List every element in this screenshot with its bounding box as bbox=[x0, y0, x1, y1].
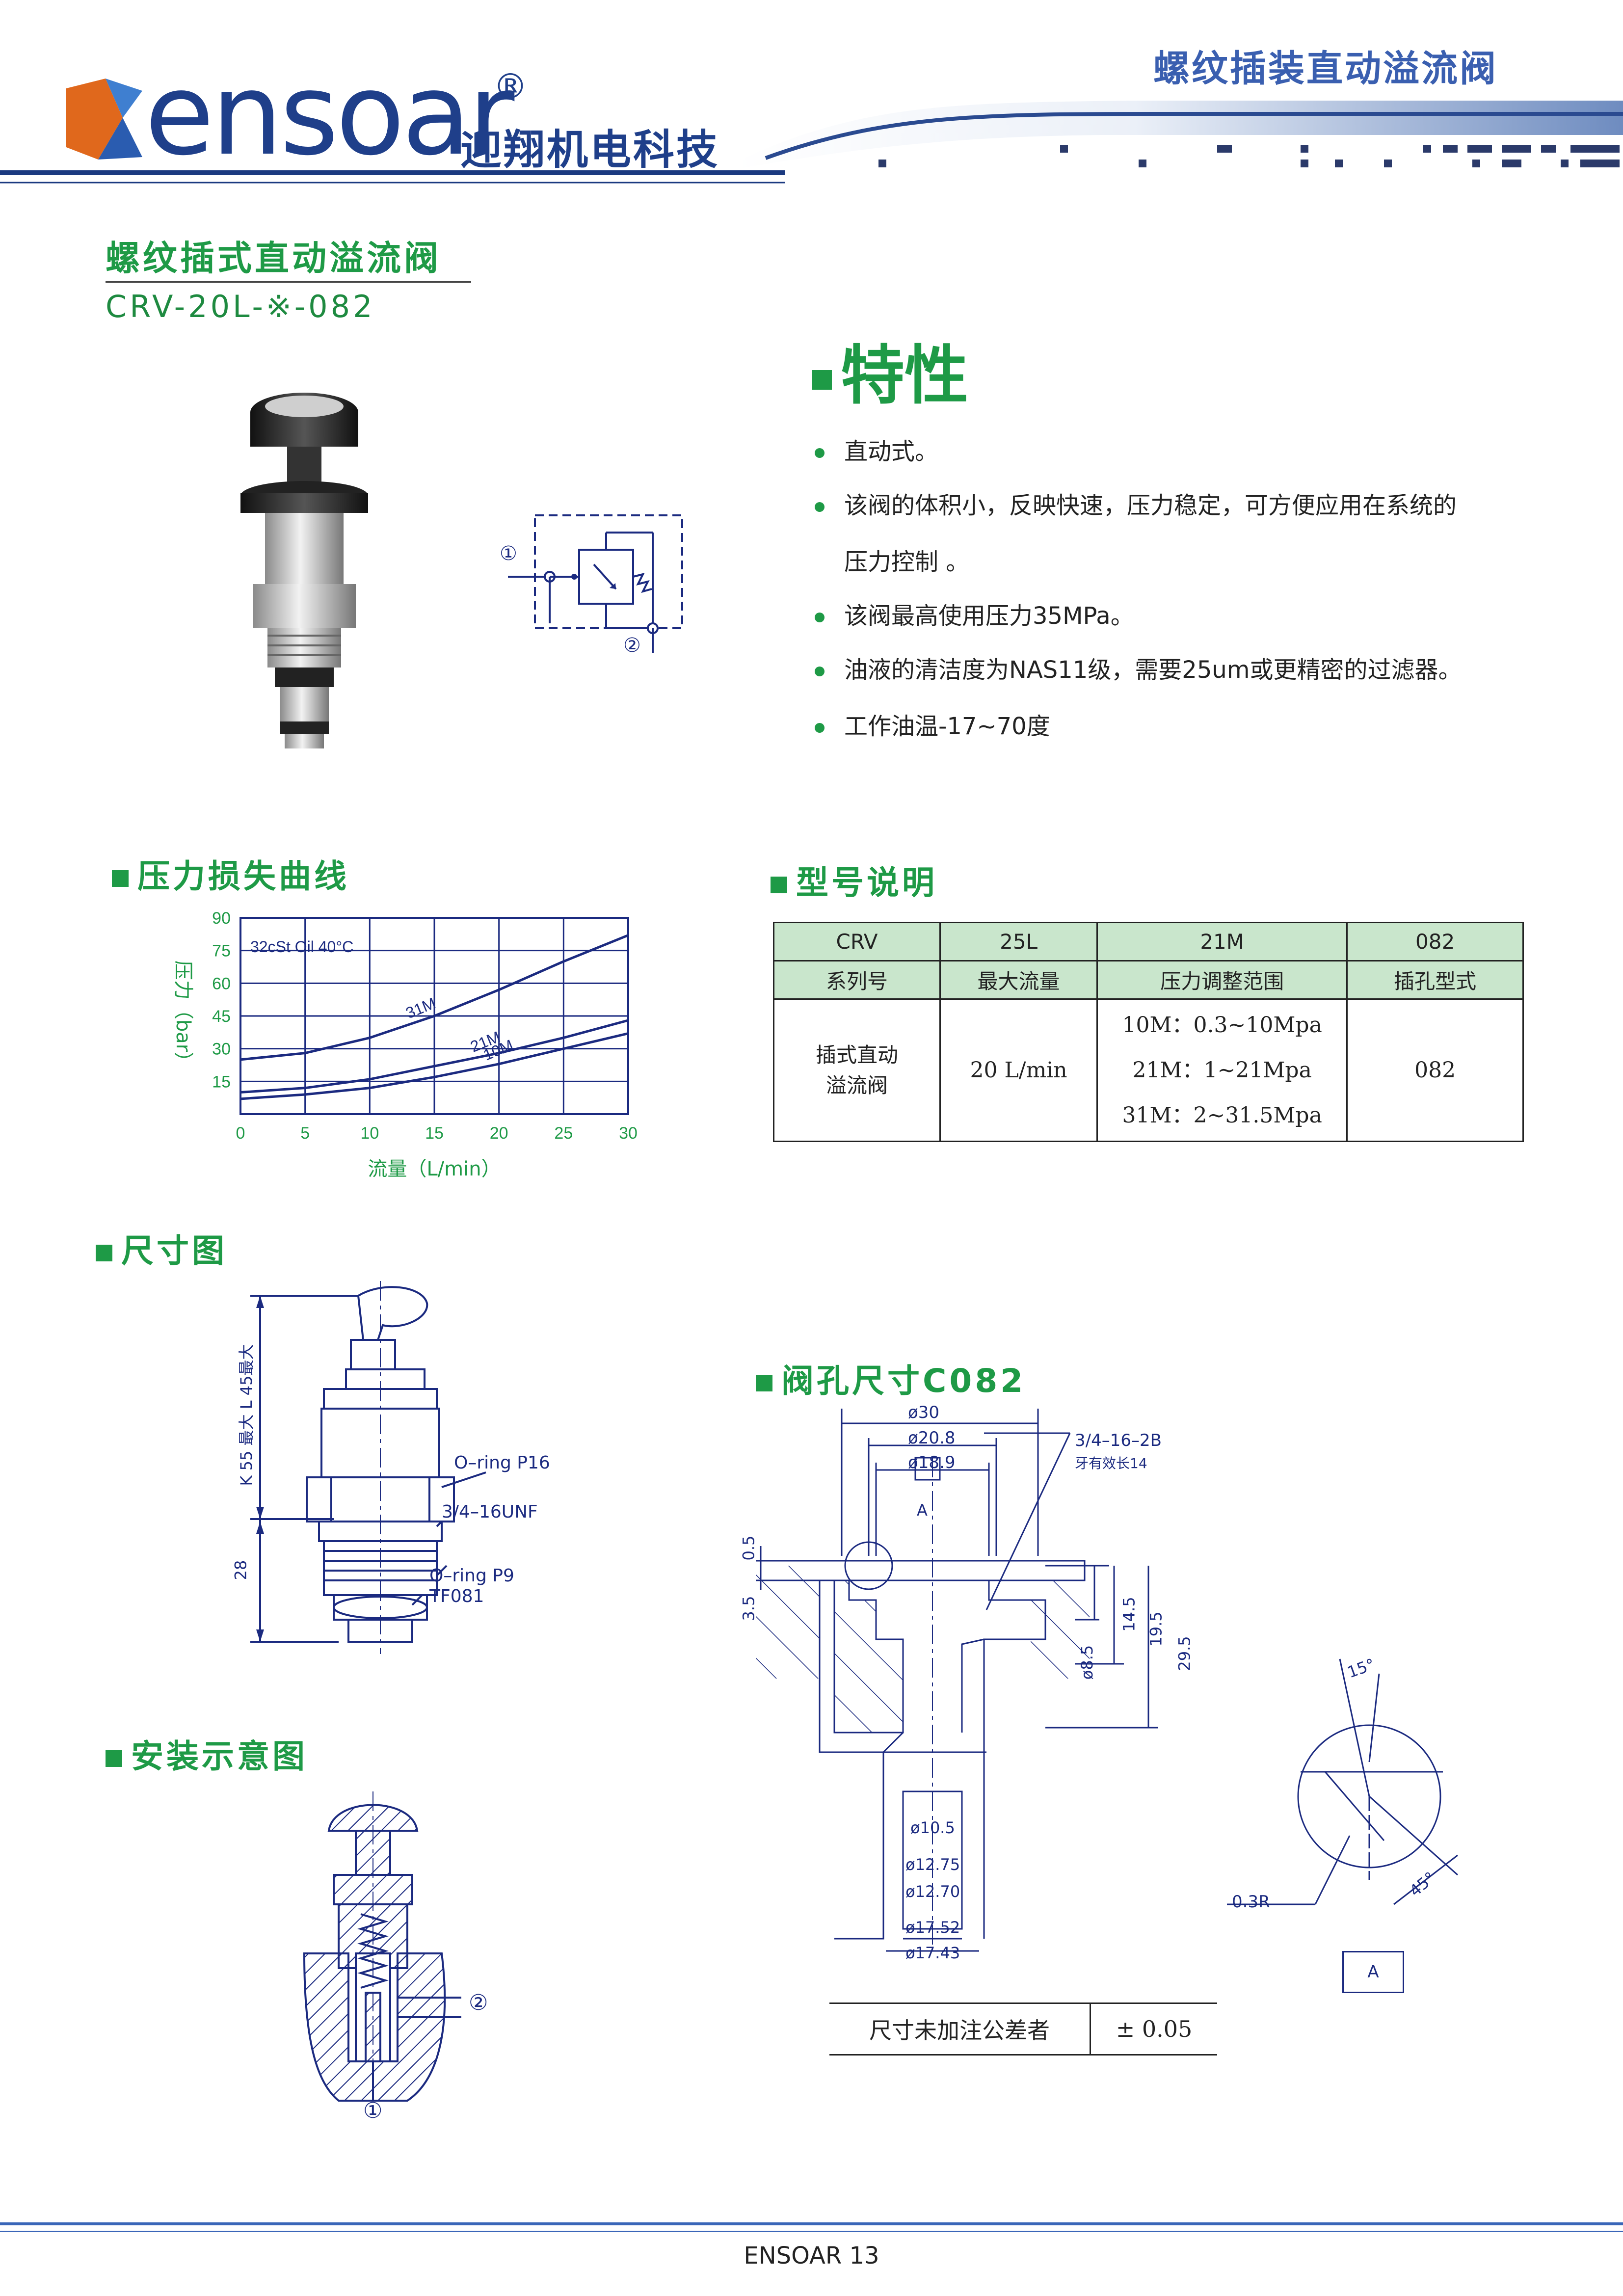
x-tick-label: 30 bbox=[619, 1124, 638, 1143]
dim-d189: ø18.9 bbox=[908, 1453, 956, 1472]
feature-item: 该阀的体积小，反映快速，压力稳定，可方便应用在系统的 bbox=[815, 486, 1457, 520]
x-tick-label: 25 bbox=[554, 1124, 573, 1143]
product-model: CRV-20L-※-082 bbox=[106, 289, 375, 324]
brand-logo-text: ensoar bbox=[145, 50, 514, 181]
valve-cavity: 082 bbox=[1346, 998, 1524, 1142]
pressure-heading: 压力损失曲线 bbox=[112, 850, 349, 897]
dim-h195: 19.5 bbox=[1146, 1611, 1166, 1647]
dim-d1743: ø17.43 bbox=[905, 1944, 960, 1962]
y-tick-label: 30 bbox=[212, 1040, 231, 1059]
range-31m: 31M：2~31.5Mpa bbox=[1122, 1102, 1322, 1128]
tolerance-value: ± 0.05 bbox=[1090, 2002, 1217, 2056]
x-tick-label: 0 bbox=[236, 1124, 245, 1143]
range-21m: 21M：1~21Mpa bbox=[1132, 1057, 1312, 1083]
dimension-heading: 尺寸图 bbox=[96, 1225, 227, 1272]
x-tick-label: 5 bbox=[300, 1124, 310, 1143]
series-line-31m bbox=[240, 934, 629, 1061]
tf081-label: TF081 bbox=[429, 1586, 484, 1606]
valve-flow: 20 L/min bbox=[939, 998, 1098, 1142]
code-cavity: 082 bbox=[1346, 922, 1524, 961]
install-port-2: ② bbox=[469, 1990, 488, 2015]
tolerance-table: 尺寸未加注公差者 ± 0.05 bbox=[829, 2002, 1217, 2056]
feature-item-continued: 压力控制 。 bbox=[844, 548, 970, 576]
hydraulic-symbol bbox=[508, 514, 683, 653]
y-axis-label: 压力（bar） bbox=[172, 961, 194, 1071]
code-pressure: 21M bbox=[1096, 922, 1348, 961]
detail-view bbox=[1227, 1658, 1458, 1905]
feature-item: 该阀最高使用压力35MPa。 bbox=[815, 596, 1134, 631]
oring-p16-label: O–ring P16 bbox=[454, 1453, 550, 1473]
port-2-label: ② bbox=[623, 634, 641, 657]
oring-p9-label: O–ring P9 bbox=[429, 1566, 514, 1586]
y-tick-label: 75 bbox=[212, 942, 231, 961]
logo-icon bbox=[66, 79, 142, 160]
thread-unf-label: 3/4–16UNF bbox=[442, 1502, 538, 1522]
category-title: 螺纹插装直动溢流阀 bbox=[1153, 48, 1498, 90]
series-line-10m bbox=[240, 1032, 629, 1100]
chart-annotation: 32cSt Oil 40°C bbox=[250, 938, 353, 956]
cavity-drawing bbox=[756, 1409, 1158, 1952]
product-title: 螺纹插式直动溢流阀 bbox=[106, 238, 441, 278]
x-tick-label: 10 bbox=[360, 1124, 379, 1143]
install-port-1: ① bbox=[363, 2098, 383, 2123]
lower-dimension: 28 bbox=[231, 1560, 250, 1580]
footer-line-thin bbox=[0, 2231, 1623, 2232]
dimension-drawing bbox=[250, 1281, 486, 1654]
feature-item: 油液的清洁度为NAS11级，需要25um或更精密的过滤器。 bbox=[815, 650, 1462, 685]
model-heading: 型号说明 bbox=[771, 856, 937, 904]
datum-a: A bbox=[917, 1501, 928, 1520]
x-tick-label: 20 bbox=[490, 1124, 508, 1143]
pressure-ranges: 10M：0.3~10Mpa 21M：1~21Mpa 31M：2~31.5Mpa bbox=[1096, 998, 1348, 1142]
height-dimension: K 55 最大 L 45最大 bbox=[237, 1344, 256, 1486]
valve-photo bbox=[240, 393, 368, 748]
dim-d1752: ø17.52 bbox=[905, 1918, 960, 1937]
footer-line bbox=[0, 2222, 1623, 2225]
dim-d85: ø8.5 bbox=[1078, 1645, 1097, 1680]
label-cavity: 插孔型式 bbox=[1346, 960, 1524, 1000]
y-tick-label: 45 bbox=[212, 1007, 231, 1026]
feature-item: 直动式。 bbox=[815, 432, 938, 466]
tolerance-label: 尺寸未加注公差者 bbox=[829, 2002, 1091, 2056]
features-heading: 特性 bbox=[812, 324, 968, 416]
y-tick-label: 90 bbox=[212, 909, 231, 928]
series-label-31m: 31M bbox=[403, 994, 438, 1022]
model-table: CRV 25L 21M 082 系列号 最大流量 压力调整范围 插孔型式 插式直… bbox=[772, 922, 1524, 1142]
dim-d1275: ø12.75 bbox=[905, 1855, 960, 1874]
dim-h295: 29.5 bbox=[1175, 1636, 1194, 1671]
valve-name: 插式直动 溢流阀 bbox=[772, 998, 941, 1142]
x-tick-label: 15 bbox=[425, 1124, 444, 1143]
dim-h35: 3.5 bbox=[739, 1596, 758, 1621]
code-flow: 25L bbox=[939, 922, 1098, 961]
dim-thread-length: 牙有效长14 bbox=[1075, 1455, 1147, 1471]
install-heading: 安装示意图 bbox=[106, 1730, 308, 1777]
detail-label-a: A bbox=[1342, 1951, 1404, 1993]
feature-item: 工作油温-17~70度 bbox=[815, 707, 1050, 741]
dim-d30: ø30 bbox=[908, 1403, 940, 1422]
footer-text: ENSOAR 13 bbox=[744, 2242, 879, 2269]
y-tick-label: 15 bbox=[212, 1072, 231, 1091]
dim-d1270: ø12.70 bbox=[905, 1882, 960, 1901]
code-series: CRV bbox=[772, 922, 941, 961]
radius-03r: 0.3R bbox=[1232, 1892, 1270, 1912]
x-axis-label: 流量（L/min） bbox=[368, 1158, 501, 1180]
dim-h05: 0.5 bbox=[739, 1535, 758, 1561]
range-10m: 10M：0.3~10Mpa bbox=[1122, 1012, 1322, 1038]
series-line-21m bbox=[240, 1019, 629, 1094]
registered-mark: ® bbox=[493, 66, 528, 107]
company-name: 迎翔机电科技 bbox=[460, 126, 720, 174]
label-series: 系列号 bbox=[772, 960, 941, 1000]
dim-d105: ø10.5 bbox=[910, 1818, 955, 1837]
dim-thread: 3/4–16–2B bbox=[1075, 1431, 1162, 1450]
title-underline bbox=[106, 281, 471, 283]
installation-drawing bbox=[303, 1791, 461, 2102]
dim-h145: 14.5 bbox=[1119, 1597, 1139, 1632]
label-flow: 最大流量 bbox=[939, 960, 1098, 1000]
dim-d208: ø20.8 bbox=[908, 1428, 956, 1448]
y-tick-label: 60 bbox=[212, 974, 231, 993]
label-pressure: 压力调整范围 bbox=[1096, 960, 1348, 1000]
cavity-heading: 阀孔尺寸C082 bbox=[756, 1355, 1026, 1402]
header-decoration bbox=[0, 79, 1623, 184]
port-1-label: ① bbox=[500, 542, 517, 565]
